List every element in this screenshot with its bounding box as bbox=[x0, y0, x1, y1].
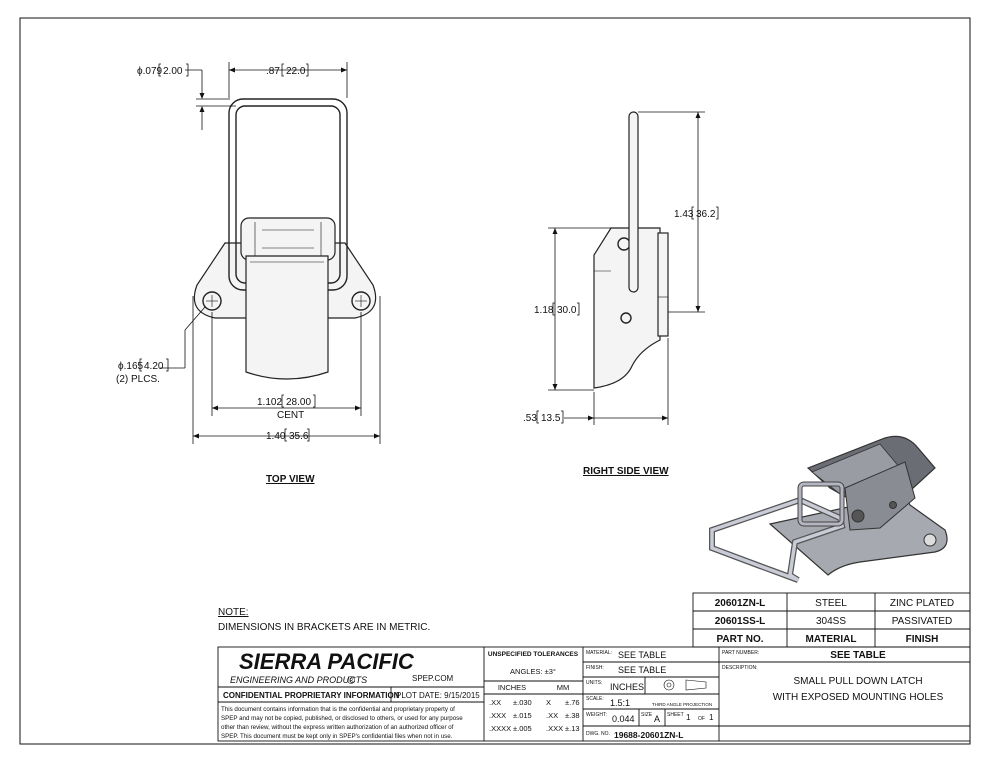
width-top-label: .87 bbox=[266, 66, 280, 77]
depth-mm: 13.5 bbox=[541, 413, 561, 424]
confidential-line-3: other than review, without the express w… bbox=[221, 724, 454, 731]
tol-row-2-mv: ±.38 bbox=[565, 711, 580, 720]
right-side-view bbox=[548, 111, 705, 425]
tol-row-3-mv: ±.13 bbox=[565, 724, 580, 733]
units-value: INCHES bbox=[610, 682, 644, 692]
tol-row-3-iv: ±.005 bbox=[513, 724, 532, 733]
top-view-label: TOP VIEW bbox=[266, 474, 315, 485]
parts-row-1-part: 20601ZN-L bbox=[715, 598, 766, 609]
of-value: 1 bbox=[709, 713, 714, 722]
registered-mark: R bbox=[350, 678, 354, 684]
sheet-value: 1 bbox=[686, 713, 691, 722]
parts-row-1-material: STEEL bbox=[815, 598, 847, 609]
size-value: A bbox=[654, 714, 660, 724]
weight-label: WEIGHT: bbox=[586, 712, 607, 718]
sheet-label: SHEET bbox=[667, 712, 684, 718]
finish-label: FINISH: bbox=[586, 665, 604, 671]
hole-cent-mm: 28.00 bbox=[286, 397, 311, 408]
tol-row-3-ik: .XXXX bbox=[489, 724, 511, 733]
parts-row-2-material: 304SS bbox=[816, 616, 846, 627]
depth-label: .53 bbox=[523, 413, 537, 424]
confidential-line-1: This document contains information that … bbox=[221, 706, 455, 713]
confidential-line-2: SPEP and may not be copied, published, o… bbox=[221, 715, 463, 722]
scale-label: SCALE: bbox=[586, 696, 604, 702]
overall-width-mm: 35.6 bbox=[289, 431, 309, 442]
wire-dia-mm: 2.00 bbox=[163, 66, 183, 77]
company-website: SPEP.COM bbox=[412, 674, 454, 683]
title-block-grid bbox=[217, 646, 971, 742]
tolerances-inches-header: INCHES bbox=[498, 683, 526, 692]
material-label: MATERIAL: bbox=[586, 650, 612, 656]
company-subtitle: ENGINEERING AND PRODUCTS bbox=[230, 675, 367, 685]
width-top-mm: 22.0 bbox=[286, 66, 306, 77]
isometric-view bbox=[709, 435, 948, 583]
registered-mark-icon bbox=[347, 676, 355, 684]
confidential-title: CONFIDENTIAL PROPRIETARY INFORMATION bbox=[223, 691, 400, 700]
units-label: UNITS: bbox=[586, 680, 602, 686]
parts-header-part: PART NO. bbox=[716, 634, 763, 645]
tol-row-1-mv: ±.76 bbox=[565, 698, 580, 707]
scale-value: 1.5:1 bbox=[610, 698, 630, 708]
description-line-2: WITH EXPOSED MOUNTING HOLES bbox=[773, 692, 944, 703]
dwg-label: DWG. NO. bbox=[586, 731, 610, 737]
tol-row-1-mk: X bbox=[546, 698, 551, 707]
parts-row-2-finish: PASSIVATED bbox=[892, 616, 953, 627]
right-side-view-label: RIGHT SIDE VIEW bbox=[583, 466, 669, 477]
material-value: SEE TABLE bbox=[618, 650, 666, 660]
tol-row-2-iv: ±.015 bbox=[513, 711, 532, 720]
height-total-mm: 36.2 bbox=[696, 209, 716, 220]
hole-qty: (2) PLCS. bbox=[116, 374, 160, 385]
finish-value: SEE TABLE bbox=[618, 665, 666, 675]
confidential-line-4: SPEP. This document must be kept only in… bbox=[221, 733, 453, 740]
height-total-label: 1.43 bbox=[674, 209, 694, 220]
parts-row-2-part: 20601SS-L bbox=[715, 616, 766, 627]
of-label: OF bbox=[698, 716, 705, 722]
dwg-value: 19688-20601ZN-L bbox=[614, 730, 683, 740]
tolerances-angles: ANGLES: ±3° bbox=[510, 667, 556, 676]
tol-row-1-ik: .XX bbox=[489, 698, 501, 707]
tol-row-1-iv: ±.030 bbox=[513, 698, 532, 707]
height-body-mm: 30.0 bbox=[557, 305, 577, 316]
tolerances-mm-header: MM bbox=[557, 683, 570, 692]
metric-brackets bbox=[139, 63, 719, 442]
tolerances-title: UNSPECIFIED TOLERANCES bbox=[488, 651, 579, 658]
third-angle-projection-icon bbox=[663, 679, 707, 691]
parts-header-finish: FINISH bbox=[906, 634, 939, 645]
projection-label: THIRD ANGLE PROJECTION bbox=[652, 702, 712, 707]
sheet-border bbox=[19, 17, 971, 745]
overall-width-label: 1.40 bbox=[266, 431, 286, 442]
plot-date: PLOT DATE: 9/15/2015 bbox=[396, 691, 480, 700]
company-name: SIERRA PACIFIC bbox=[239, 649, 415, 674]
tol-row-2-mk: .XX bbox=[546, 711, 558, 720]
note-heading: NOTE: bbox=[218, 607, 249, 618]
partnumber-value: SEE TABLE bbox=[830, 650, 886, 661]
parts-header-material: MATERIAL bbox=[806, 634, 857, 645]
partnumber-label: PART NUMBER: bbox=[722, 650, 759, 656]
cent-word: CENT bbox=[277, 410, 304, 421]
height-body-label: 1.18 bbox=[534, 305, 554, 316]
top-view bbox=[160, 62, 381, 444]
tol-row-2-ik: .XXX bbox=[489, 711, 506, 720]
tol-row-3-mk: .XXX bbox=[546, 724, 563, 733]
parts-row-1-finish: ZINC PLATED bbox=[890, 598, 954, 609]
hole-dia-label: ϕ.165 bbox=[118, 361, 144, 372]
note-text: DIMENSIONS IN BRACKETS ARE IN METRIC. bbox=[218, 622, 430, 633]
weight-value: 0.044 bbox=[612, 714, 635, 724]
description-line-1: SMALL PULL DOWN LATCH bbox=[793, 676, 922, 687]
hole-cent-label: 1.102 bbox=[257, 397, 282, 408]
hole-dia-mm: 4.20 bbox=[144, 361, 164, 372]
size-label: SIZE bbox=[641, 712, 653, 718]
description-label: DESCRIPTION: bbox=[722, 665, 758, 671]
wire-dia-label: ϕ.079 bbox=[137, 66, 163, 77]
